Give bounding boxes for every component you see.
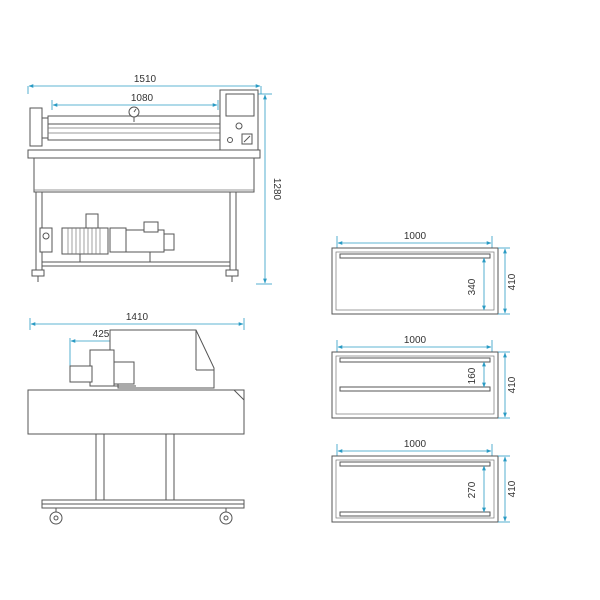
- sealing-bar-top: [339, 461, 491, 467]
- chamber-layout-3: 1000 270 410: [331, 439, 518, 523]
- dimension-chamber-width: 1080: [51, 93, 219, 110]
- pressure-gauge-icon: [128, 106, 140, 122]
- dimension-label-1280: 1280: [271, 178, 282, 201]
- valve-fitting: [39, 227, 53, 253]
- caster-right: [219, 508, 233, 525]
- chamber-1-spacing-label: 340: [467, 278, 478, 295]
- dimension-label-1410: 1410: [126, 312, 149, 323]
- display-screen: [225, 93, 255, 117]
- chamber-1-width-label: 1000: [404, 231, 427, 242]
- control-panel: [219, 89, 259, 151]
- knob-icon: [235, 122, 243, 130]
- caster-left: [49, 508, 63, 525]
- chamber-layout-1: 1000 340 410: [331, 231, 518, 315]
- chamber-3-width-label: 1000: [404, 439, 427, 450]
- chamber-2-depth-label: 410: [507, 376, 518, 393]
- sealing-bar-top: [339, 357, 491, 363]
- dimension-label-1080: 1080: [131, 93, 154, 104]
- button-icon: [227, 137, 233, 143]
- side-view: 1410 425: [27, 312, 245, 525]
- chamber-3-depth-label: 410: [507, 480, 518, 497]
- vacuum-pump: [61, 213, 175, 262]
- sealing-bar-bottom: [339, 511, 491, 517]
- chamber-2-width-label: 1000: [404, 335, 427, 346]
- chamber-layout-2: 1000 160 410: [331, 335, 518, 419]
- front-view: 1510 1080 1280: [27, 74, 282, 285]
- dimension-label-1510: 1510: [134, 74, 157, 85]
- chamber-1-depth-label: 410: [507, 273, 518, 290]
- chamber-2-spacing-label: 160: [467, 367, 478, 384]
- dimension-overall-height: 1280: [256, 93, 282, 285]
- chamber-3-spacing-label: 270: [467, 481, 478, 498]
- sealing-bar: [339, 253, 491, 259]
- sealing-bar-middle: [339, 386, 491, 392]
- dimension-label-425: 425: [93, 329, 110, 340]
- dimension-overall-depth: 1410: [29, 312, 245, 330]
- dimension-overall-width: 1510: [27, 74, 262, 94]
